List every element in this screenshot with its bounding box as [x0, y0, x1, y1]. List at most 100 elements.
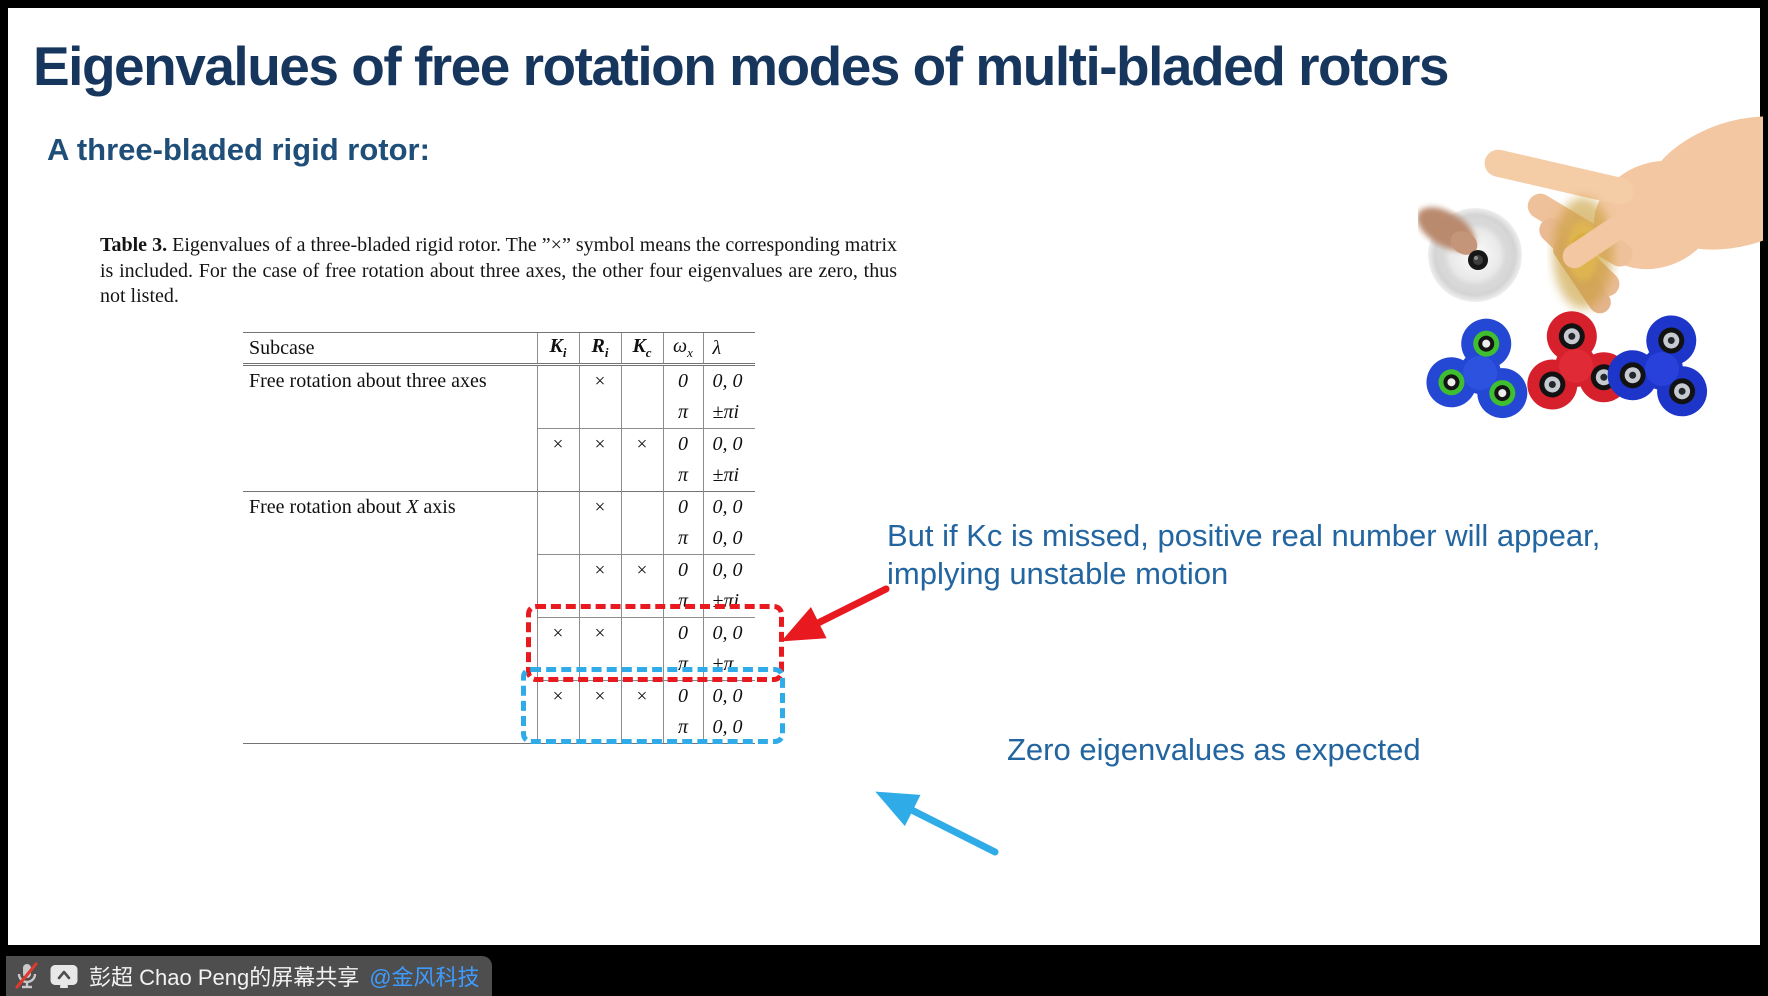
cell-kc: [620, 460, 663, 492]
hand-photo: [1484, 116, 1763, 314]
cell-kc: [620, 397, 663, 429]
cell-ki: [536, 586, 579, 618]
cell-lambda: 0, 0: [702, 364, 755, 397]
cell-wx: 0: [662, 554, 703, 586]
cell-wx: π: [662, 460, 703, 492]
cell-ri: [578, 523, 621, 555]
col-header-subcase: Subcase: [243, 332, 537, 366]
col-header-ri: Ri: [578, 332, 621, 366]
cell-kc: [620, 617, 663, 649]
slide: [8, 8, 1760, 945]
cell-lambda: ±πi: [702, 586, 755, 618]
cell-ri: ×: [578, 364, 621, 397]
cell-kc: [620, 491, 663, 523]
cell-lambda: 0, 0: [702, 680, 755, 712]
screen-share-bar[interactable]: 彭超 Chao Peng的屏幕共享 @金风科技: [6, 956, 492, 996]
red-highlight-box: [526, 604, 784, 682]
cell-lambda: ±π: [702, 649, 755, 681]
cell-subcase: [243, 712, 537, 744]
table-row: Free rotation about three axes × 0 0, 0: [243, 364, 755, 397]
cell-subcase: [243, 681, 537, 713]
cell-ri: ×: [578, 428, 621, 460]
cell-subcase: [243, 555, 537, 587]
cell-wx: π: [662, 712, 703, 744]
cell-kc: [620, 523, 663, 555]
cell-ri: [578, 460, 621, 492]
cell-wx: 0: [662, 491, 703, 523]
cell-ri: [578, 649, 621, 681]
cell-ri: [578, 712, 621, 744]
screen-share-icon: [50, 965, 78, 988]
zero-eigenvalues-note: Zero eigenvalues as expected: [1007, 732, 1421, 767]
cell-ri: ×: [578, 491, 621, 523]
cell-lambda: 0, 0: [702, 491, 755, 523]
cell-ri: ×: [578, 617, 621, 649]
cell-subcase: Free rotation about X axis: [243, 491, 537, 523]
cell-ri: ×: [578, 554, 621, 586]
table-row-blue-highlight: π 0, 0: [243, 712, 755, 744]
cell-lambda: ±πi: [702, 397, 755, 429]
table-row: × × 0 0, 0: [243, 554, 755, 587]
table-caption: Table 3. Eigenvalues of a three-bladed r…: [100, 233, 897, 310]
cell-subcase: [243, 523, 537, 555]
unstable-motion-note: But if Kc is missed, positive real numbe…: [887, 518, 1601, 591]
cell-wx: 0: [662, 364, 703, 397]
table-row: Free rotation about X axis × 0 0, 0: [243, 491, 755, 523]
cell-wx: 0: [662, 428, 703, 460]
cell-ki: [536, 460, 579, 492]
cell-ki: [536, 364, 579, 397]
cell-wx: 0: [662, 617, 703, 649]
cell-ki: [536, 523, 579, 555]
table-row-red-highlight: × × 0 0, 0: [243, 617, 755, 650]
cell-wx: π: [662, 649, 703, 681]
cell-subcase: [243, 460, 537, 492]
cell-subcase: [243, 618, 537, 650]
table-row: π ±πi: [243, 460, 755, 492]
table-row-red-highlight: π ±π: [243, 649, 755, 681]
cell-ki: [536, 397, 579, 429]
cell-lambda: 0, 0: [702, 523, 755, 555]
cell-wx: π: [662, 586, 703, 618]
cell-kc: [620, 712, 663, 744]
table-row: × × × 0 0, 0: [243, 428, 755, 461]
cell-kc: [620, 586, 663, 618]
cell-lambda: 0, 0: [702, 554, 755, 586]
table-row: π ±πi: [243, 397, 755, 429]
col-header-wx: ωx: [662, 332, 703, 366]
fidget-spinner-illustration: [1418, 116, 1763, 419]
cell-subcase: [243, 397, 537, 429]
blue-highlight-box: [521, 667, 785, 744]
cell-subcase: [243, 649, 537, 681]
eigenvalue-table: Subcase Ki Ri Kc ωx λ Free rotation abou…: [243, 332, 755, 744]
col-header-lambda: λ: [702, 332, 755, 366]
table-caption-label: Table 3.: [100, 234, 168, 256]
spinning-blur-photo: [1418, 207, 1522, 302]
muted-mic-icon[interactable]: [15, 962, 39, 990]
cell-ki: ×: [536, 617, 579, 649]
share-bar-mention-link[interactable]: @金风科技: [369, 965, 480, 990]
cell-ki: [536, 491, 579, 523]
cell-subcase: Free rotation about three axes: [249, 370, 487, 392]
cell-lambda: 0, 0: [702, 712, 755, 744]
cell-subcase: [243, 429, 537, 461]
cell-wx: 0: [662, 680, 703, 712]
cell-kc: [620, 364, 663, 397]
cell-kc: ×: [620, 554, 663, 586]
cell-wx: π: [662, 523, 703, 555]
col-header-kc: Kc: [620, 332, 663, 366]
cell-kc: [620, 649, 663, 681]
cell-ki: [536, 712, 579, 744]
cell-ki: [536, 554, 579, 586]
table-caption-text: Eigenvalues of a three-bladed rigid roto…: [100, 234, 897, 307]
cell-ki: ×: [536, 680, 579, 712]
cell-ri: [578, 586, 621, 618]
col-header-ki: Ki: [536, 332, 579, 366]
page-title: Eigenvalues of free rotation modes of mu…: [33, 35, 1449, 97]
table-row: π 0, 0: [243, 523, 755, 555]
table-header-row: Subcase Ki Ri Kc ωx λ: [243, 332, 755, 366]
blue-green-spinner: [1426, 318, 1528, 419]
cell-lambda: 0, 0: [702, 617, 755, 649]
table-row: π ±πi: [243, 586, 755, 618]
cell-ki: ×: [536, 428, 579, 460]
